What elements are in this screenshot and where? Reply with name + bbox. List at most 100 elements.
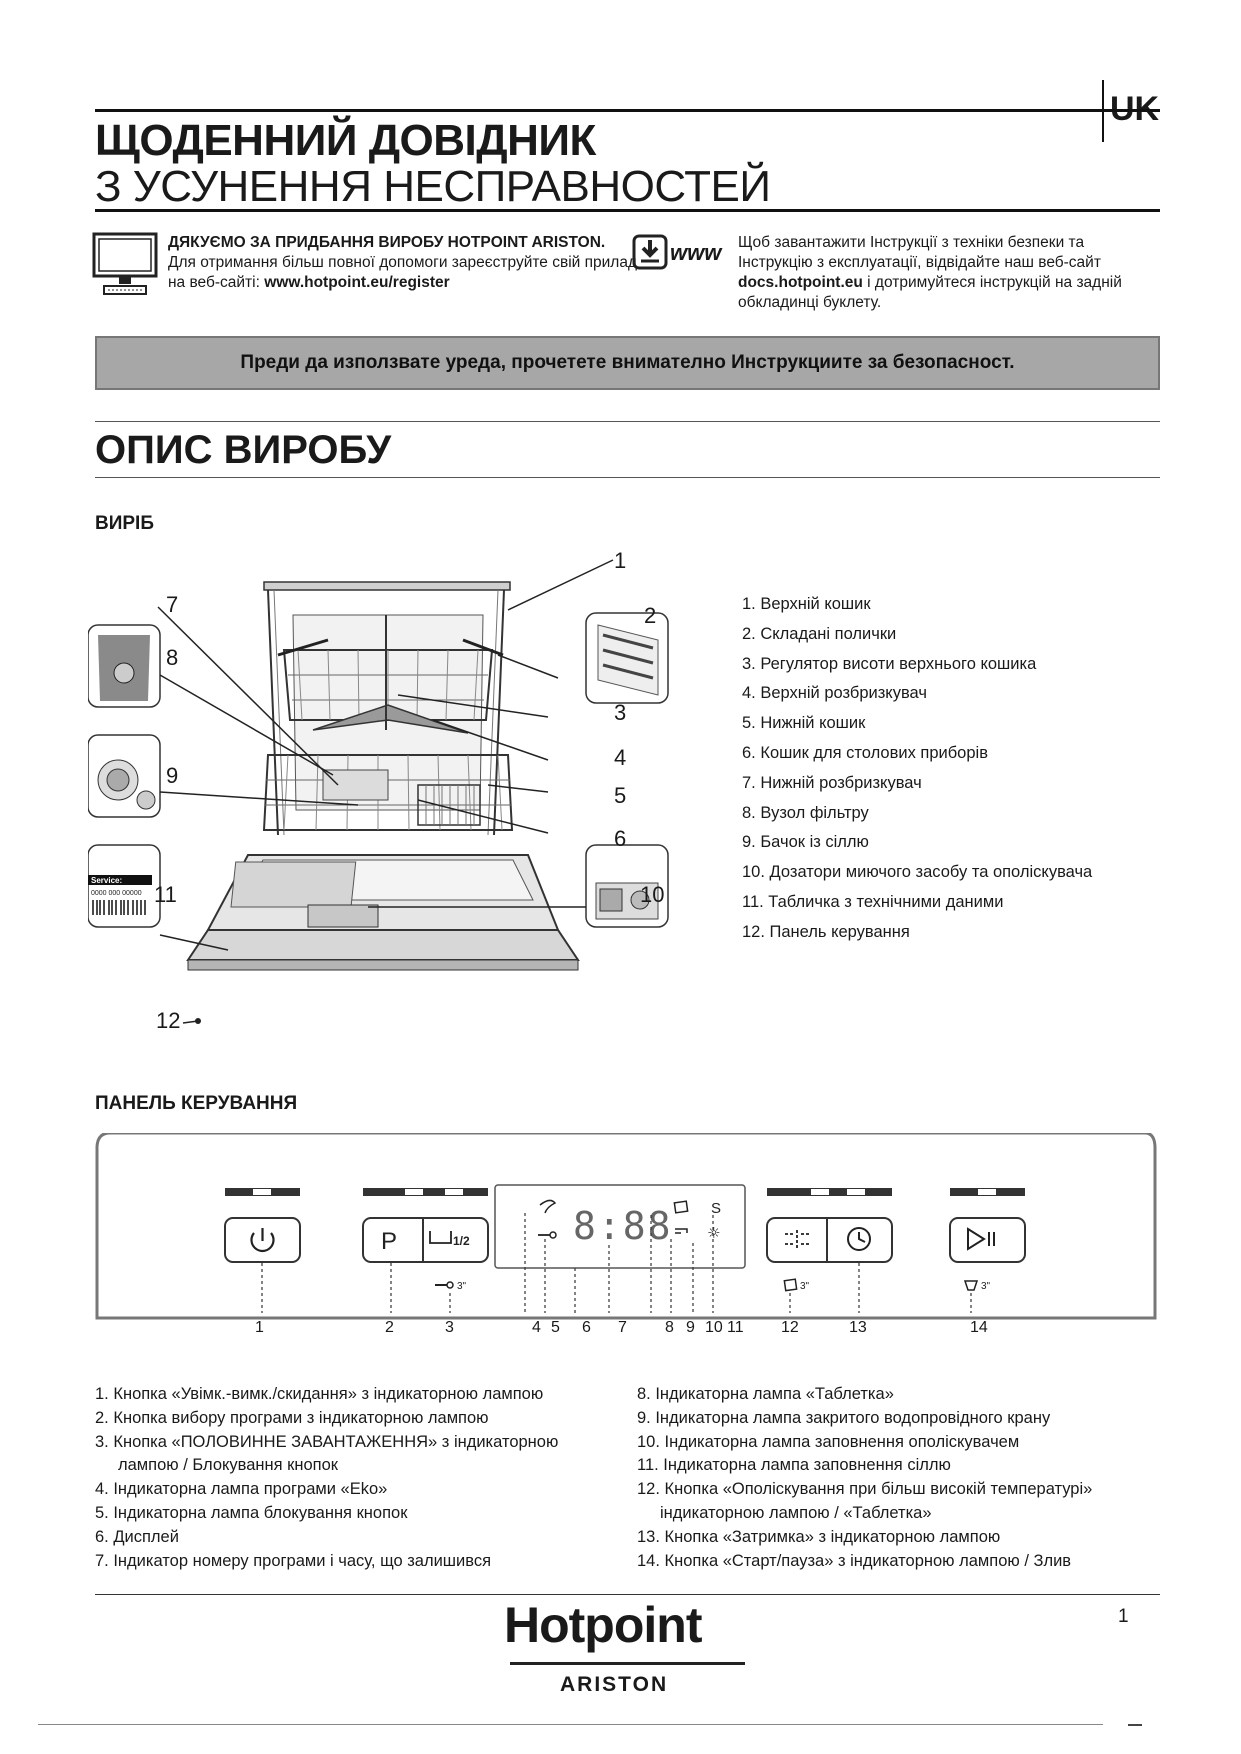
service-label: Service:	[91, 876, 122, 885]
dishwasher-top	[263, 581, 511, 591]
legend-item: 2. Складані полички	[742, 624, 897, 643]
cp-callout-3: 3	[445, 1319, 454, 1336]
lower-basket	[262, 754, 514, 831]
program-button-label: P	[381, 1228, 397, 1255]
cp-callout-1: 1	[255, 1319, 264, 1336]
salt-container-inset	[88, 734, 161, 818]
tablet-indicator-icon	[673, 1200, 689, 1214]
rating-plate-inset: Service: 0000 000 00000	[88, 844, 161, 928]
drain-hold-time: 3"	[981, 1281, 991, 1292]
callout-1: 1	[614, 548, 627, 573]
registration-url[interactable]: www.hotpoint.eu/register	[264, 274, 450, 291]
eco-icon	[539, 1199, 557, 1214]
callout-4: 4	[614, 745, 627, 770]
legend-item: 3. Регулятор висоти верхнього кошика	[742, 654, 1037, 673]
legend-item: 12. Панель керування	[742, 922, 910, 941]
registration-text: ДЯКУЄМО ЗА ПРИДБАННЯ ВИРОБУ HOTPOINT ARI…	[168, 233, 638, 293]
tap-indicator-icon	[675, 1228, 688, 1234]
key-lock-icon: 3"	[435, 1281, 467, 1292]
cp-legend-item: 10. Індикаторна лампа заповнення ополіск…	[637, 1432, 1020, 1451]
power-button[interactable]	[224, 1217, 301, 1263]
start-pause-button[interactable]	[949, 1217, 1026, 1263]
product-section-title: ОПИС ВИРОБУ	[95, 428, 392, 472]
www-label: www	[670, 240, 722, 265]
callout-9: 9	[166, 763, 179, 788]
control-panel-legend-left: 1. Кнопка «Увімк.-вимк./скидання» з інди…	[95, 1383, 558, 1573]
tablet-hold-icon: 3"	[783, 1278, 810, 1292]
page-number: 1	[1118, 1606, 1129, 1627]
cp-callout-4: 4	[532, 1319, 541, 1336]
upper-spray-arm	[312, 704, 469, 734]
filter-inset	[88, 624, 161, 708]
callout-11: 11	[154, 882, 177, 907]
safety-warning-box: Преди да използвате уреда, прочетете вни…	[95, 336, 1160, 390]
legend-item: 5. Нижній кошик	[742, 714, 866, 733]
docs-url[interactable]: docs.hotpoint.eu	[738, 274, 863, 291]
cp-legend-item: 5. Індикаторна лампа блокування кнопок	[95, 1503, 408, 1522]
cp-callout-7: 7	[618, 1319, 627, 1336]
detergent-dispensers	[307, 904, 379, 928]
page-title-line1: ЩОДЕННИЙ ДОВІДНИК	[95, 116, 596, 165]
cp-callout-5: 5	[551, 1319, 560, 1336]
thanks-heading: ДЯКУЄМО ЗА ПРИДБАННЯ ВИРОБУ HOTPOINT ARI…	[168, 234, 606, 251]
display: 8:88 S ☼	[494, 1184, 746, 1269]
legend-item: 9. Бачок із сіллю	[742, 833, 869, 852]
bottom-rule	[38, 1724, 1103, 1725]
section-rule-bottom	[95, 477, 1160, 478]
delay-icon	[847, 1227, 871, 1251]
download-icon	[632, 234, 668, 270]
cp-legend-item: 13. Кнопка «Затримка» з індикаторною лам…	[637, 1527, 1001, 1546]
cp-legend-item: 1. Кнопка «Увімк.-вимк./скидання» з інди…	[95, 1385, 544, 1403]
legend-item: 8. Вузол фільтру	[742, 803, 869, 822]
docs-body-end: і дотримуйтеся інструкцій на задній обкл…	[738, 274, 1122, 311]
temp-delay-buttons[interactable]	[766, 1217, 893, 1263]
cp-legend-item: 12. Кнопка «Ополіскування при більш висо…	[637, 1480, 1093, 1499]
legend-item: 6. Кошик для столових приборів	[742, 743, 988, 762]
callout-7: 7	[166, 592, 179, 617]
cp-callout-14: 14	[970, 1319, 988, 1336]
bottom-tick	[1128, 1724, 1142, 1726]
lock-indicator-icon	[538, 1231, 557, 1239]
legend-item: 7. Нижній розбризкувач	[742, 773, 922, 792]
dishwasher-diagram: Service: 0000 000 00000	[88, 559, 669, 1024]
cp-legend-item: 14. Кнопка «Старт/пауза» з індикаторною …	[637, 1551, 1072, 1570]
legend-item: 1. Верхній кошик	[742, 595, 871, 613]
salt-indicator-icon: S	[711, 1200, 721, 1217]
callout-10: 10	[640, 882, 665, 907]
download-www-icon: www	[632, 232, 722, 272]
section-rule-top	[95, 421, 1160, 422]
callout-5: 5	[614, 783, 627, 808]
callout-8: 8	[166, 645, 179, 670]
product-subtitle: ВИРІБ	[95, 513, 154, 534]
callout-6: 6	[614, 826, 627, 851]
docs-body: Щоб завантажити Інструкції з техніки без…	[738, 234, 1101, 271]
control-panel-diagram: P 1/2 3" 8:88 S ☼ 3" 3"	[95, 1133, 1157, 1320]
cp-legend-item: 11. Індикаторна лампа заповнення сіллю	[637, 1456, 951, 1475]
header-rule-bottom	[95, 209, 1160, 212]
docs-text: Щоб завантажити Інструкції з техніки без…	[738, 233, 1158, 313]
cp-legend-item: 7. Індикатор номеру програми і часу, що …	[95, 1551, 492, 1570]
safety-warning-text: Преди да използвате уреда, прочетете вни…	[240, 352, 1015, 373]
cp-callout-9: 9	[686, 1319, 695, 1336]
header-rule-top	[95, 109, 1160, 112]
cp-callout-12: 12	[781, 1319, 799, 1336]
control-panel-edge	[186, 929, 580, 961]
display-digits: 8:88	[573, 1204, 673, 1248]
control-panel-subtitle: ПАНЕЛЬ КЕРУВАННЯ	[95, 1093, 298, 1114]
cp-callout-2: 2	[385, 1319, 394, 1336]
cp-callout-10: 10	[705, 1319, 723, 1336]
cp-callout-11: 11	[727, 1319, 744, 1336]
tablet-hold-time: 3"	[800, 1281, 810, 1292]
legend-item: 11. Табличка з технічними даними	[742, 892, 1004, 911]
brand-logo: Hotpoint	[504, 1597, 702, 1653]
drain-hold-icon: 3"	[963, 1280, 991, 1292]
brand-sub-logo: ARISTON	[560, 1673, 669, 1696]
cp-legend-item: 4. Індикаторна лампа програми «Eko»	[95, 1480, 388, 1499]
upper-basket	[277, 638, 504, 721]
cp-legend-item: 6. Дисплей	[95, 1527, 179, 1546]
program-half-load-buttons[interactable]: P 1/2	[362, 1217, 489, 1263]
cp-legend-item: 2. Кнопка вибору програми з індикаторною…	[95, 1408, 489, 1427]
cp-callout-8: 8	[665, 1319, 674, 1336]
cp-callout-13: 13	[849, 1319, 867, 1336]
brand-underline	[510, 1662, 745, 1665]
